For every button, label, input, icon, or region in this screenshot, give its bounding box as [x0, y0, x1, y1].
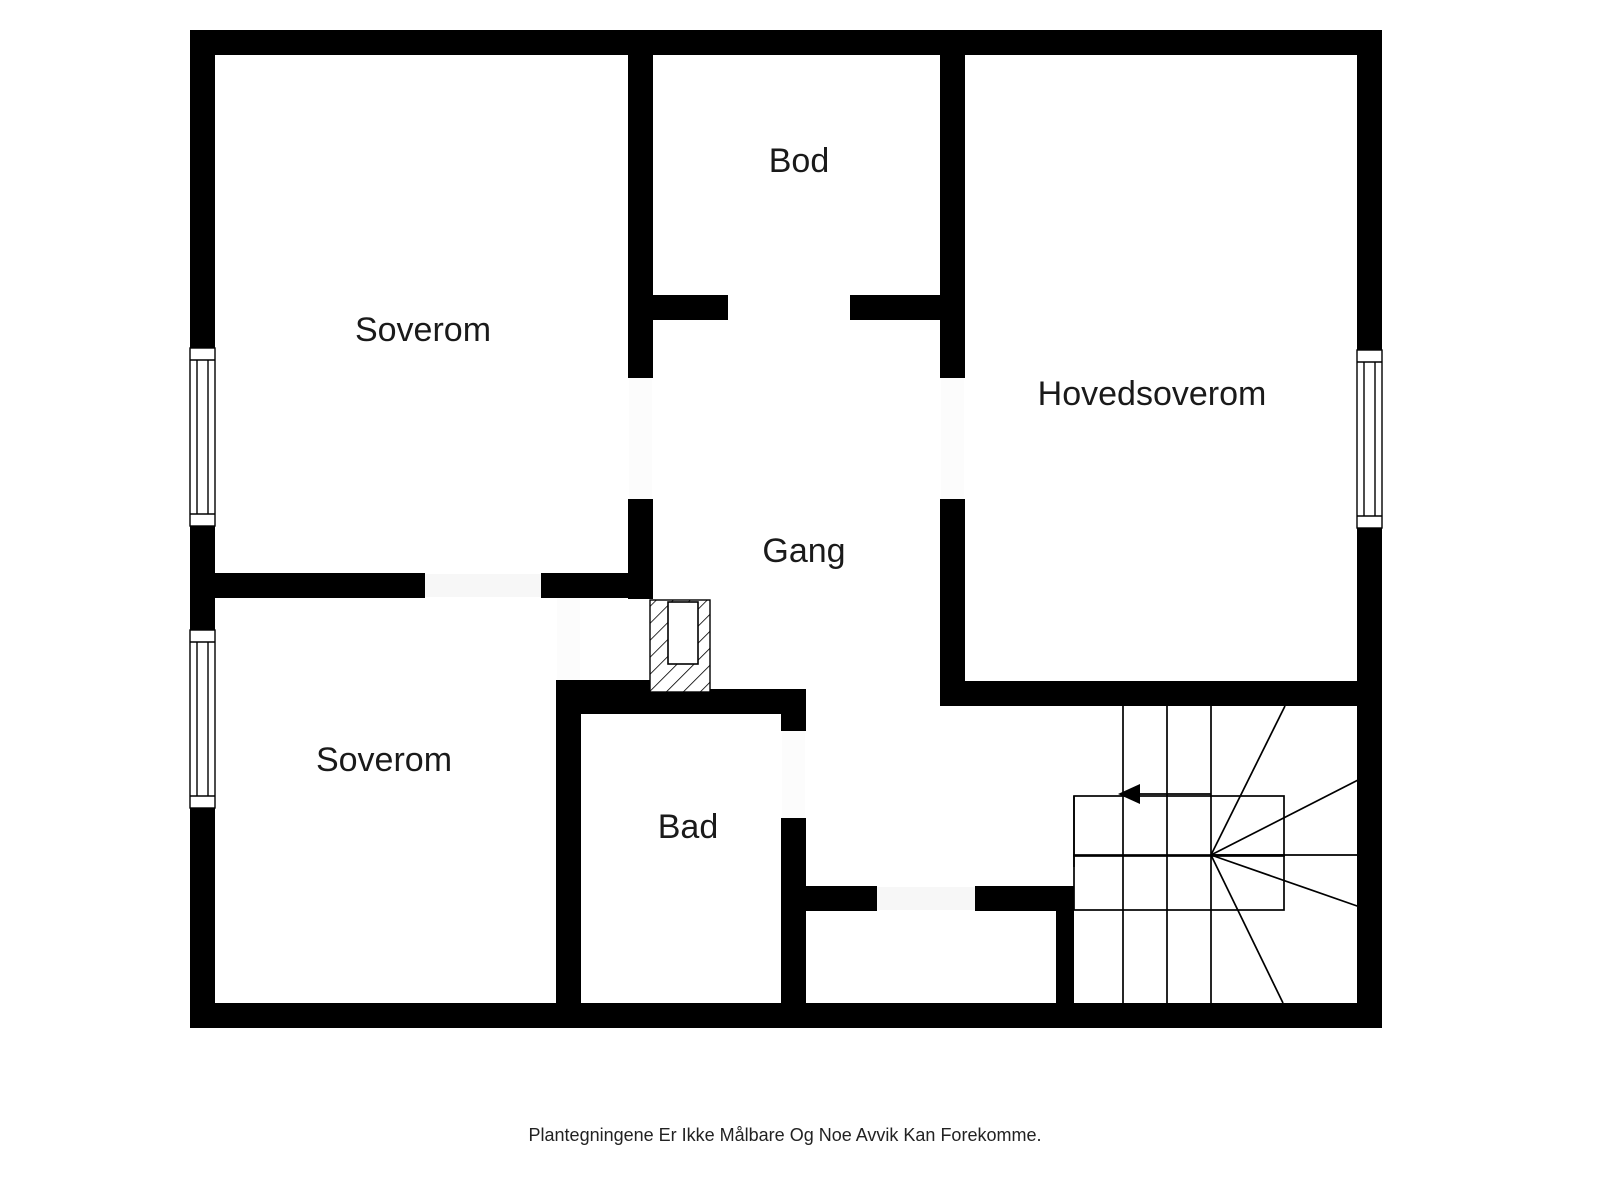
- room-label-soverom-bottom-left: Soverom: [316, 741, 452, 779]
- stair-winder-ray: [1210, 705, 1286, 856]
- outer-wall-top: [190, 30, 1382, 55]
- partition-soverom-bod-lower: [628, 499, 653, 599]
- partition-soverom-bod-upper: [628, 30, 653, 378]
- outer-wall-left-c: [190, 804, 215, 1028]
- bod-stub-right: [850, 295, 940, 320]
- room-label-bod: Bod: [769, 142, 830, 180]
- wall-alcove-top: [541, 573, 628, 598]
- wall-bad-right-upper: [781, 689, 806, 731]
- winder-staircase: [1073, 705, 1361, 1004]
- door-bottom-room: [877, 887, 975, 910]
- chimney-fixture: [649, 599, 711, 693]
- outer-wall-left-b: [190, 522, 215, 634]
- wall-soverom-divider: [215, 573, 425, 598]
- door-bad: [782, 731, 805, 818]
- room-label-bad: Bad: [658, 808, 719, 846]
- room-label-group: Soverom Bod Hovedsoverom Gang Soverom Ba…: [316, 142, 1266, 846]
- room-label-gang: Gang: [762, 532, 845, 570]
- outer-wall-left-a: [190, 30, 215, 352]
- wall-bottom-mid-left: [795, 886, 877, 911]
- wall-group: [190, 30, 1382, 1028]
- disclaimer-caption: Plantegningene Er Ikke Målbare Og Noe Av…: [529, 1125, 1042, 1145]
- stair-winder-ray: [1210, 854, 1284, 1004]
- wall-bad-left: [556, 689, 581, 1003]
- stair-lower-landing-box: [1073, 854, 1285, 911]
- door-soverom-bottom-to-gang: [425, 574, 541, 597]
- window-right: [1356, 349, 1383, 529]
- door-soverom-top-to-gang: [629, 378, 652, 499]
- window-left-lower: [189, 629, 216, 809]
- bod-stub-left: [653, 295, 728, 320]
- wall-bad-top: [556, 689, 806, 714]
- window-group: [189, 347, 1383, 809]
- stair-winder-ray: [1210, 778, 1361, 856]
- partition-bod-hoved-lower: [940, 499, 965, 705]
- door-opening-group: [425, 378, 975, 910]
- partition-bod-hoved-upper: [940, 30, 965, 378]
- window-left-upper: [189, 347, 216, 527]
- room-label-hovedsoverom: Hovedsoverom: [1038, 375, 1267, 413]
- room-label-soverom-top-left: Soverom: [355, 311, 491, 349]
- outer-wall-right-b: [1357, 524, 1382, 1028]
- outer-wall-right-a: [1357, 30, 1382, 352]
- wall-hovedsoverom-bottom: [940, 681, 1360, 706]
- stair-direction-arrow-icon: [1118, 784, 1140, 804]
- stair-winder-ray: [1210, 854, 1361, 908]
- door-gang-to-hovedsoverom: [941, 378, 964, 499]
- door-alcove: [557, 598, 580, 680]
- wall-stair-side: [1056, 886, 1074, 1006]
- outer-wall-bottom: [190, 1003, 1382, 1028]
